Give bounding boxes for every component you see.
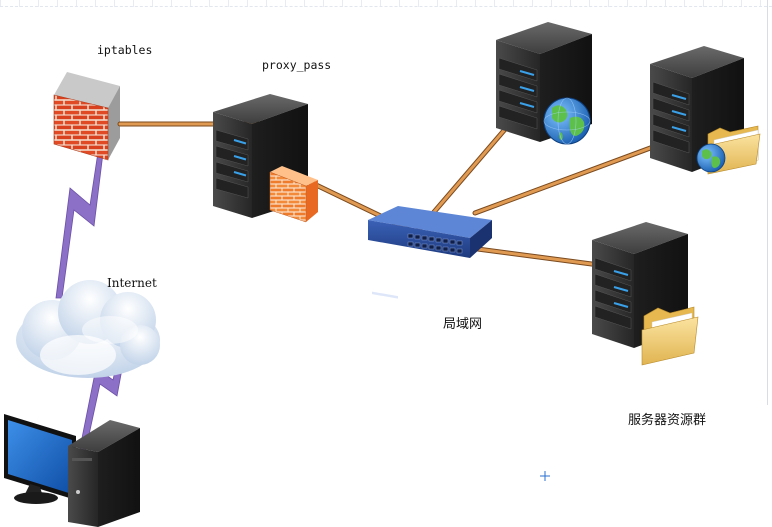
folder-server-icon[interactable] [650,46,761,175]
internet-label: Internet [107,276,157,290]
folder-icon [641,306,699,366]
lightning-link-icon [55,151,104,299]
server-bays [594,257,632,330]
pc-tower-icon [68,420,140,527]
globe-icon [543,97,591,145]
server-bays [652,81,690,154]
canvas-ruler-top [0,0,772,7]
monitor-icon [4,414,76,504]
brick-firewall-icon[interactable] [53,72,120,161]
globe-server-icon[interactable] [496,22,592,145]
server-bays [498,57,538,130]
iptables-label: iptables [97,43,153,57]
server-group-label: 服务器资源群 [628,413,707,428]
folder-server-icon[interactable] [592,222,699,366]
globe-icon [696,143,726,173]
cloud-icon[interactable] [16,280,160,378]
network-switch-icon[interactable] [368,206,492,299]
proxy-pass-label: proxy_pass [262,58,332,72]
canvas-scrollbar-edge [767,0,772,405]
small-firewall-icon [269,166,318,223]
server-tower-icon[interactable] [213,94,318,223]
server-bays [215,129,249,199]
switch-ports [407,233,463,254]
lan-label: 局域网 [443,317,483,332]
crosshair-cursor-icon [540,471,550,481]
cable-switch-server2 [472,134,683,216]
desktop-computer-icon[interactable] [4,414,140,527]
